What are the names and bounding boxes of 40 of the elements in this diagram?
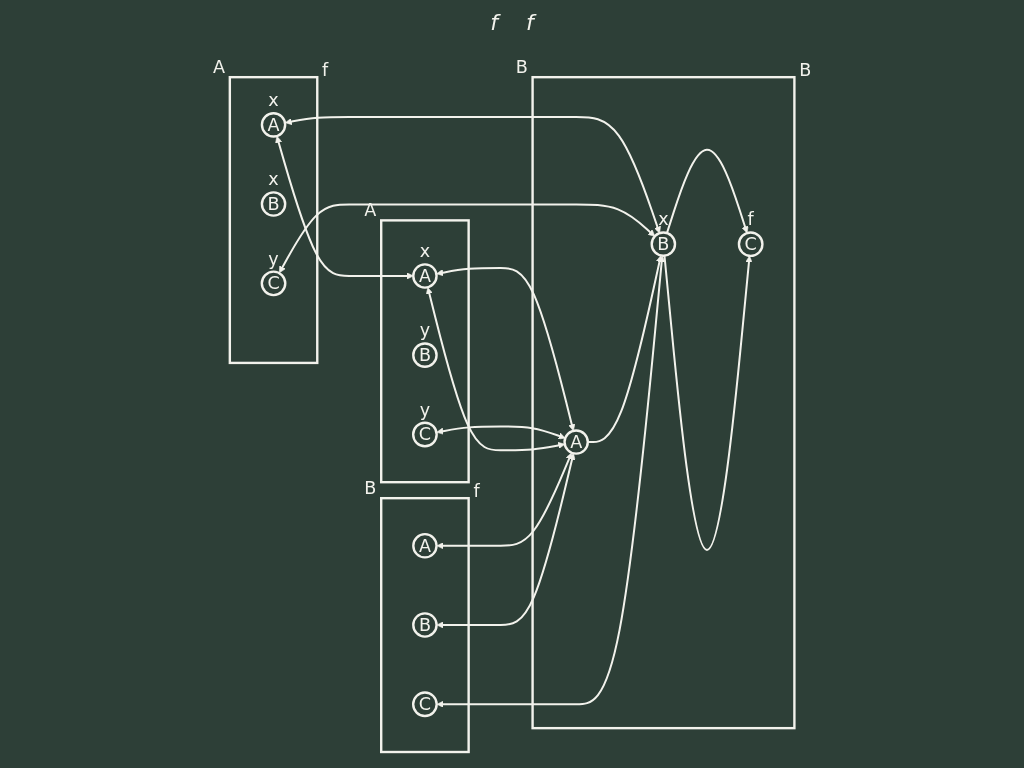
arrow xyxy=(436,425,566,440)
node-annotation: y xyxy=(419,399,430,420)
node-annotation: x xyxy=(268,169,279,190)
arrow xyxy=(278,203,655,274)
node-annotation: y xyxy=(419,320,430,341)
arrow xyxy=(284,115,661,234)
node-circle: C xyxy=(411,421,438,448)
node-circle: C xyxy=(411,691,438,718)
node-circle: B xyxy=(260,191,287,217)
node-annotation: y xyxy=(268,248,279,269)
node-circle: A xyxy=(412,532,438,559)
group-title: A xyxy=(212,57,225,78)
node-circle: B xyxy=(411,342,438,368)
arrow xyxy=(436,255,666,708)
cluster xyxy=(531,76,796,730)
group-label: f xyxy=(473,480,480,501)
arrow xyxy=(425,287,565,452)
group-title: B xyxy=(364,478,377,499)
node-annotation: f xyxy=(747,209,754,230)
node-circle: C xyxy=(260,270,287,297)
arrow xyxy=(665,148,749,235)
group-label: B xyxy=(799,59,812,80)
arrow xyxy=(436,452,573,550)
node-circle: B xyxy=(411,612,438,638)
group-label: f xyxy=(321,59,329,80)
node-circle: A xyxy=(563,429,589,455)
arrow xyxy=(275,135,414,280)
node-circle: A xyxy=(412,263,438,289)
node-annotation: x xyxy=(268,90,279,111)
node-circle: C xyxy=(737,231,764,258)
cluster xyxy=(379,219,470,484)
node-annotation: x xyxy=(419,241,430,262)
arrow xyxy=(436,453,576,629)
arrow xyxy=(436,266,576,432)
node-circle: B xyxy=(650,231,677,257)
cluster xyxy=(379,497,470,754)
cluster xyxy=(228,76,319,365)
node-annotation: x xyxy=(658,209,669,230)
node-circle: A xyxy=(260,112,287,138)
group-title: B xyxy=(515,57,528,78)
